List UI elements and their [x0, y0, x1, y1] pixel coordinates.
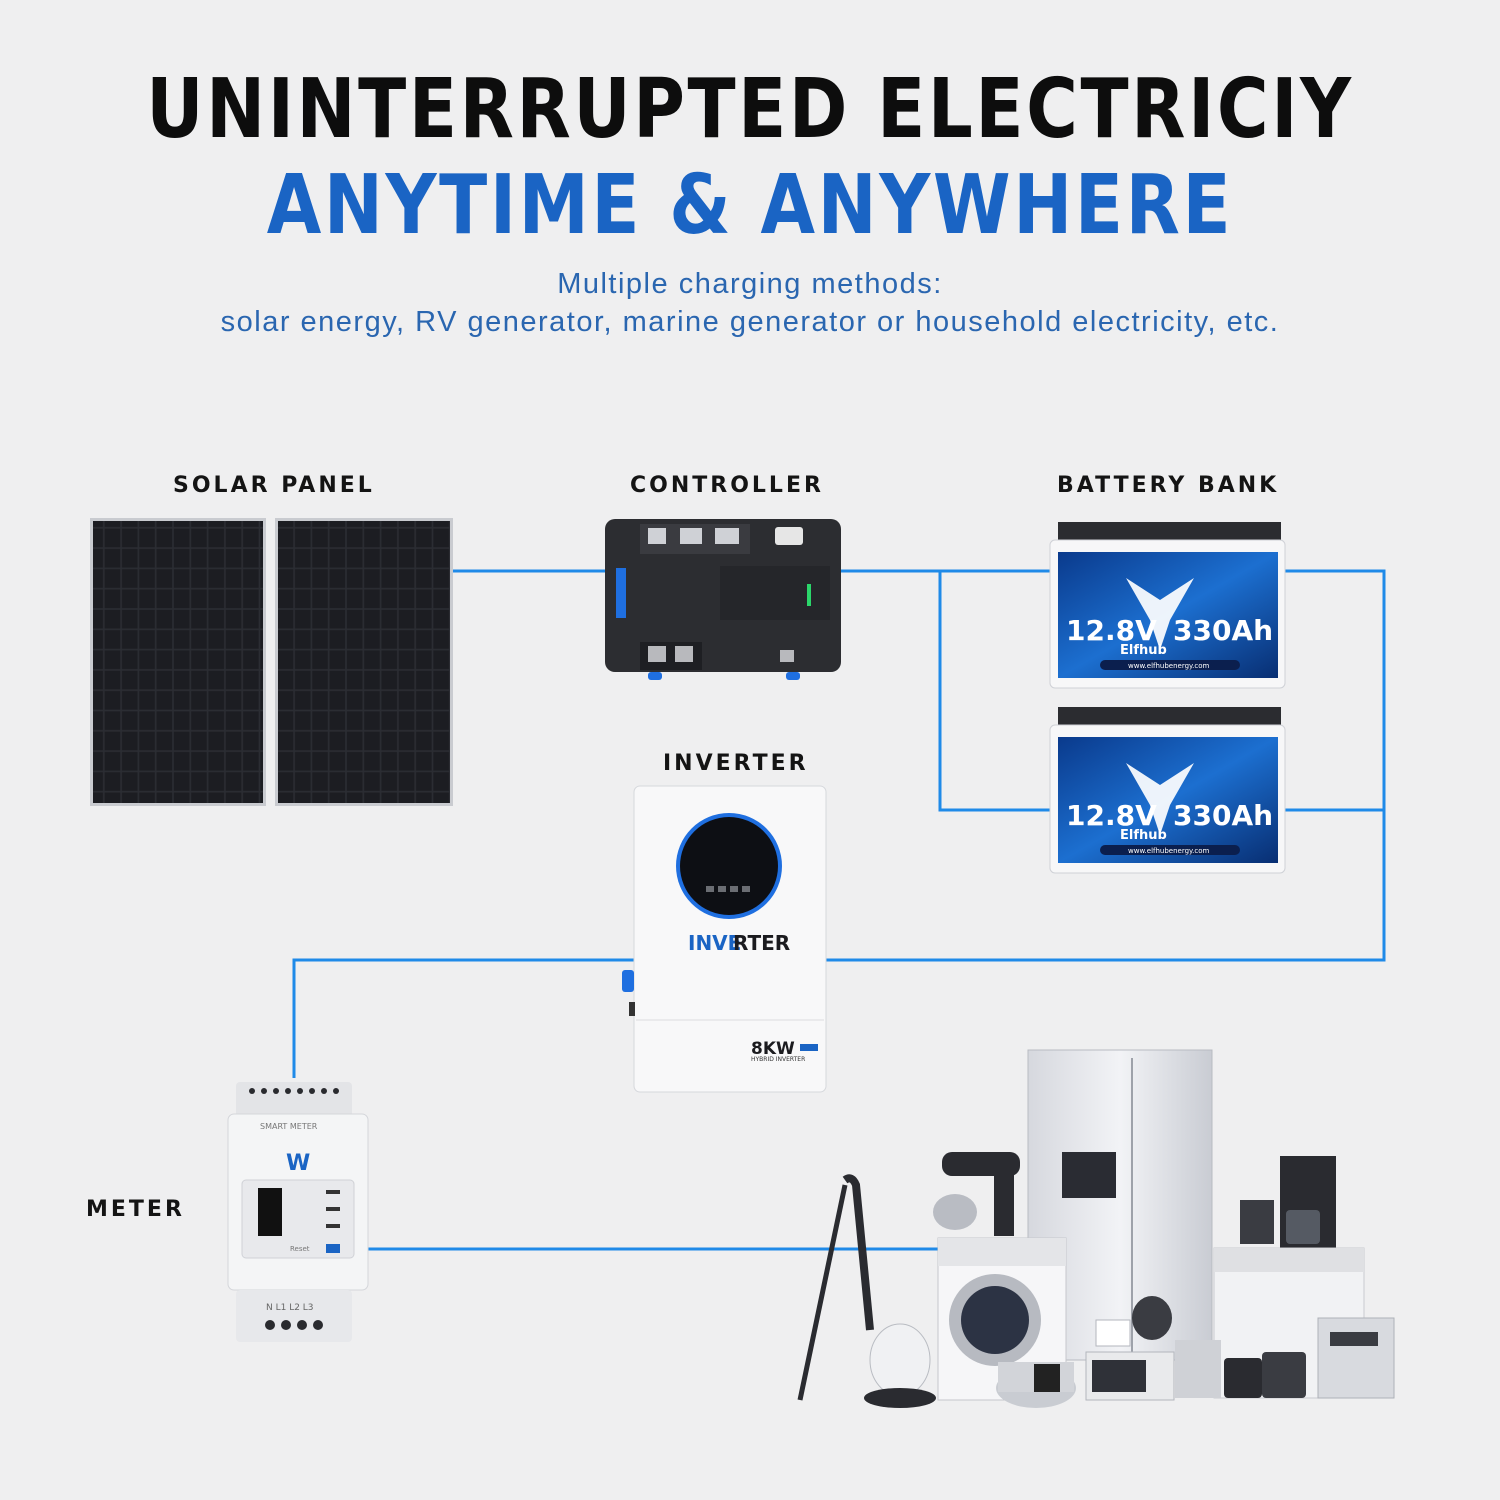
household-appliances — [797, 1049, 1395, 1408]
headline-line-2: ANYTIME & ANYWHERE — [266, 158, 1234, 253]
label-battery-bank: BATTERY BANK — [1057, 473, 1280, 498]
battery-1-capacity: 330Ah — [1173, 614, 1273, 647]
wire-battery-parallel-left — [938, 571, 1050, 812]
meter-title: SMART METER — [260, 1122, 318, 1131]
wire-inverter-meter — [292, 958, 634, 1078]
battery-1: 12.8V 330Ah Elfhub www.elfhubenergy.com — [1049, 522, 1286, 689]
battery-2-voltage: 12.8V — [1066, 799, 1157, 832]
subtitle-line-2: solar energy, RV generator, marine gener… — [220, 306, 1280, 338]
battery-2: 12.8V 330Ah Elfhub www.elfhubenergy.com — [1049, 707, 1286, 874]
meter-logo: W — [286, 1151, 310, 1176]
meter-reset-label: Reset — [290, 1245, 310, 1253]
battery-2-capacity: 330Ah — [1173, 799, 1273, 832]
label-meter: METER — [86, 1197, 185, 1222]
label-controller: CONTROLLER — [630, 473, 824, 498]
smart-meter: SMART METER W Reset N L1 L2 L3 — [227, 1082, 369, 1342]
label-inverter: INVERTER — [663, 751, 809, 776]
inverter-unit: INVE RTER 8KW HYBRID INVERTER — [622, 785, 827, 1093]
inverter-rating: 8KW — [751, 1039, 795, 1059]
charge-controller — [605, 519, 841, 680]
battery-2-brand: Elfhub — [1120, 828, 1167, 843]
subtitle-line-1: Multiple charging methods: — [557, 268, 943, 300]
inverter-brand-right: RTER — [733, 931, 790, 955]
battery-1-brand: Elfhub — [1120, 643, 1167, 658]
inverter-type: HYBRID INVERTER — [751, 1056, 805, 1063]
battery-1-voltage: 12.8V — [1066, 614, 1157, 647]
meter-terminals: N L1 L2 L3 — [266, 1303, 314, 1313]
inverter-brand-left: INVE — [688, 931, 741, 955]
label-solar-panel: SOLAR PANEL — [173, 473, 375, 498]
headline-line-1: UNINTERRUPTED ELECTRICIY — [146, 62, 1354, 157]
solar-panels — [90, 518, 453, 806]
wire-battery-inverter — [826, 569, 1386, 962]
wiring — [292, 569, 1386, 1251]
battery-1-url: www.elfhubenergy.com — [1128, 662, 1210, 670]
battery-2-url: www.elfhubenergy.com — [1128, 847, 1210, 855]
